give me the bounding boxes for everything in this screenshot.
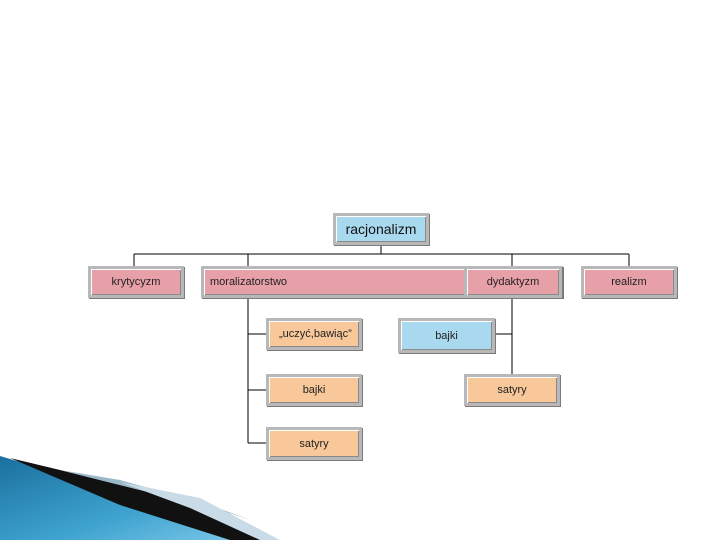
node-bajki-moral: bajki (266, 374, 362, 406)
node-uczyc-bawiac: „uczyć,bawiąc” (266, 318, 362, 350)
node-dydaktyzm: dydaktyzm (464, 266, 562, 298)
node-satyry-moral: satyry (266, 427, 362, 460)
node-satyry-dydakt: satyry (464, 374, 560, 406)
node-realizm: realizm (581, 266, 677, 298)
node-bajki-dydakt: bajki (398, 318, 495, 353)
node-krytycyzm: krytycyzm (88, 266, 184, 298)
node-racjonalizm: racjonalizm (333, 213, 429, 245)
